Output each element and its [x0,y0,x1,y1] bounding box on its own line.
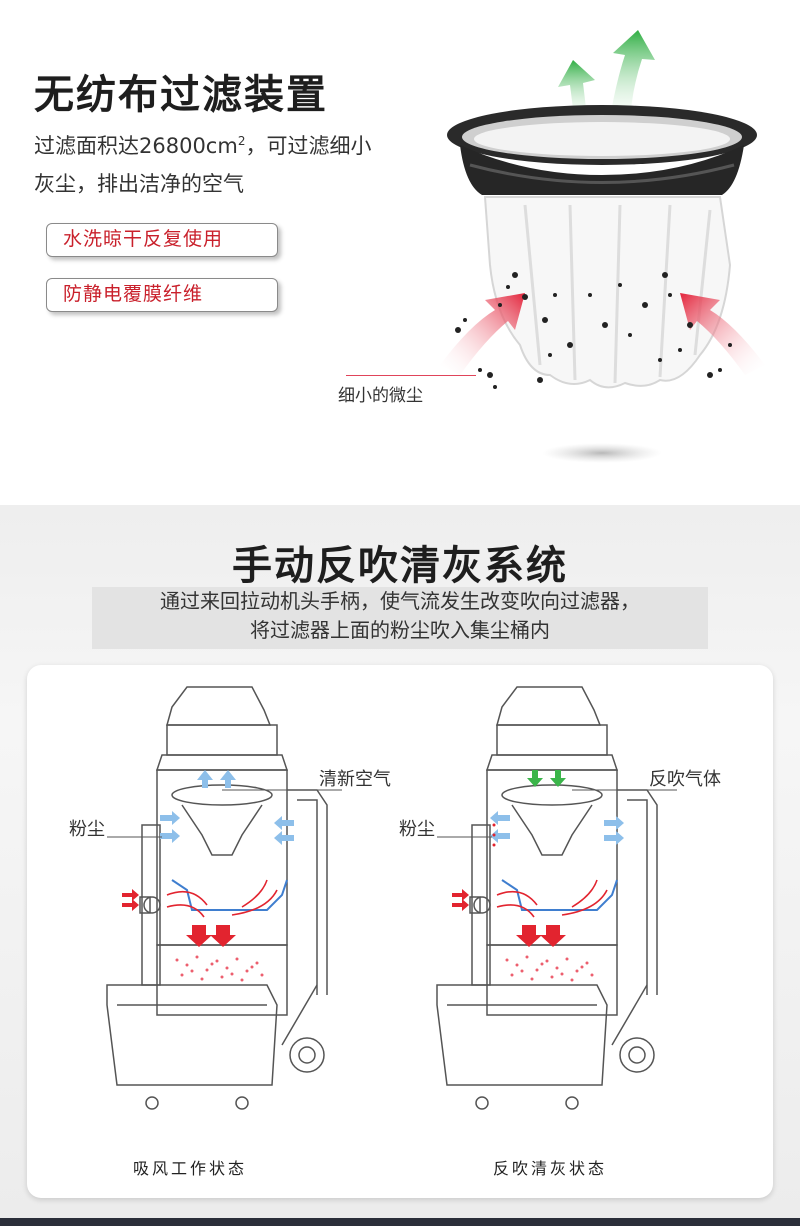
backflush-state-caption: 反吹清灰状态 [493,1159,608,1178]
filter-section: 无纺布过滤装置 过滤面积达26800cm2，可过滤细小 灰尘，排出洁净的空气 水… [0,0,800,505]
filter-bag-illustration [440,30,765,463]
suction-state-caption: 吸风工作状态 [133,1159,248,1178]
backflush-section: 手动反吹清灰系统 通过来回拉动机头手柄，使气流发生改变吹向过滤器， 将过滤器上面… [0,505,800,1226]
fine-dust-label: 细小的微尘 [338,386,423,406]
backflush-title: 手动反吹清灰系统 [232,543,568,589]
filter-title: 无纺布过滤装置 [34,72,328,118]
feature-badge-washable: 水洗晾干反复使用 [46,223,278,257]
backflush-description: 通过来回拉动机头手柄，使气流发生改变吹向过滤器， 将过滤器上面的粉尘吹入集尘桶内 [92,587,708,649]
backflush-air-arrow-icon [527,770,543,787]
down-arrow-icon [186,925,212,947]
dusty-air-arrow-icon [440,293,525,375]
right-dust-label: 粉尘 [399,819,435,840]
filter-air-arrow-icon [274,831,294,845]
outflow-arrow-icon [197,770,213,788]
feature-badge-antistatic: 防静电覆膜纤维 [46,278,278,312]
filter-air-arrow-icon [274,816,294,830]
backflush-state-diagram [436,686,677,1110]
left-dust-label: 粉尘 [69,819,105,840]
down-arrow-icon [540,925,566,947]
inflow-arrow-icon [452,899,469,911]
inflow-arrow-icon [452,889,469,901]
inflow-arrow-icon [122,899,139,911]
backflush-air-label: 反吹气体 [649,769,721,790]
down-arrow-icon [210,925,236,947]
filter-air-arrow-icon [490,829,510,843]
backflush-air-arrow-icon [550,770,566,787]
outflow-arrow-icon [220,770,236,788]
bottom-bar [0,1218,800,1226]
filter-description: 过滤面积达26800cm2，可过滤细小 灰尘，排出洁净的空气 [34,134,372,196]
dusty-air-arrow-icon [680,293,765,375]
diagram-card: 清新空气 粉尘 吸风工作状态 [27,665,773,1198]
filter-air-arrow-icon [490,811,510,825]
filter-air-arrow-icon [604,816,624,830]
inflow-arrow-icon [122,889,139,901]
down-arrow-icon [516,925,542,947]
filter-air-arrow-icon [604,831,624,845]
filter-air-arrow-icon [160,811,180,825]
filter-air-arrow-icon [160,829,180,843]
suction-state-diagram [106,686,342,1110]
fresh-air-label: 清新空气 [319,769,391,790]
dust-pointer-line [346,375,476,376]
clean-air-arrow-icon [608,30,655,130]
